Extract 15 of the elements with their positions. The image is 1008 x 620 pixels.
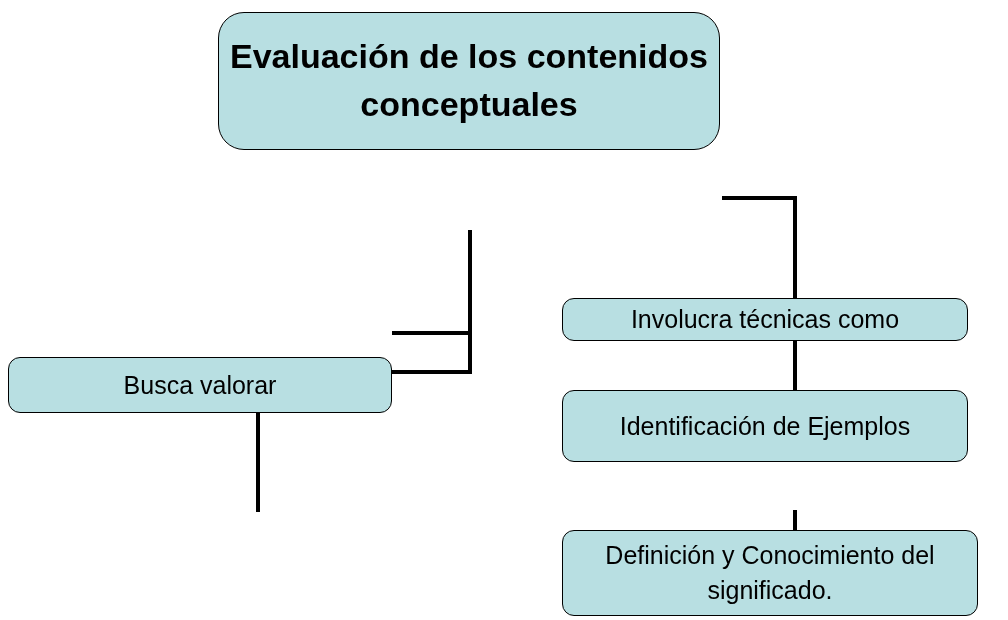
node-label: Involucra técnicas como <box>629 304 901 335</box>
connector-line <box>793 510 797 530</box>
node-label: Identificación de Ejemplos <box>618 410 912 442</box>
process-box <box>562 390 968 462</box>
connector-line <box>722 196 797 298</box>
connector-line <box>256 413 260 512</box>
title-text: Evaluación de los contenidos conceptuales <box>229 36 709 125</box>
node-label: Definición y Conocimiento del significado. <box>604 540 936 606</box>
process-box <box>562 530 978 616</box>
title-box <box>218 12 720 150</box>
process-box <box>562 298 968 341</box>
node-label: Busca valorar <box>122 369 278 401</box>
connector-line <box>390 228 472 374</box>
process-box <box>8 357 392 413</box>
connector-line <box>793 341 797 390</box>
